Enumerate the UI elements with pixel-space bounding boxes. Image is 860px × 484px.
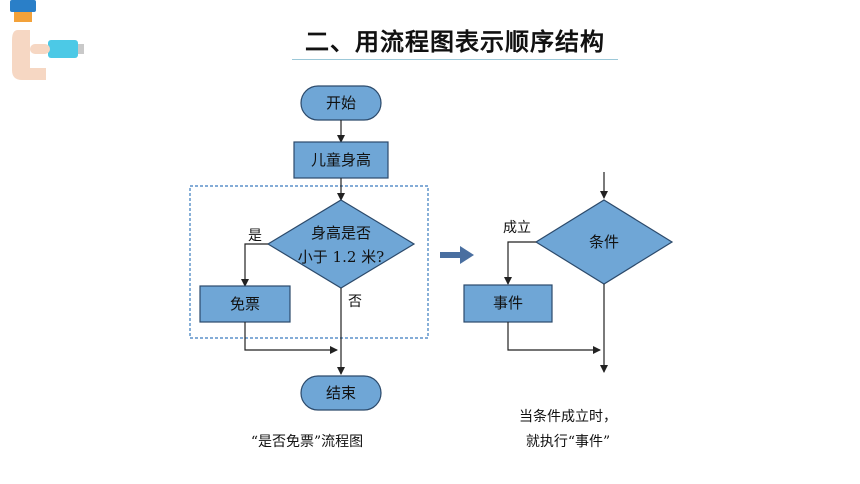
end-node-label: 结束 [326, 384, 356, 402]
arrow-action-merge [244, 322, 338, 354]
decision-node [266, 199, 416, 289]
hand-holding-usb-icon [10, 0, 84, 80]
arrow-event-merge [507, 322, 601, 354]
left-caption: “是否免票”流程图 [251, 434, 363, 450]
no-label: 否 [348, 294, 362, 310]
input-node [293, 141, 389, 179]
condition-node-label: 条件 [589, 233, 619, 251]
start-node-label: 开始 [326, 94, 356, 112]
end-node [300, 375, 382, 411]
right-caption-line1: 当条件成立时， [519, 408, 617, 425]
action-node-label: 免票 [230, 295, 260, 313]
arrow-true-branch [504, 241, 536, 285]
right-arrow-icon [440, 246, 474, 264]
decision-line2: 小于 1.2 米? [298, 248, 384, 266]
page-title: 二、用流程图表示顺序结构 [305, 28, 605, 56]
yes-label: 是 [248, 228, 262, 244]
right-flowchart: 条件 成立 事件 当条件成立时， 就执行“事件” [463, 172, 674, 450]
title-underline [292, 59, 618, 60]
decision-line1: 身高是否 [311, 224, 371, 242]
action-node [199, 285, 291, 323]
arrow-yes-branch [241, 243, 268, 287]
true-label: 成立 [503, 220, 531, 236]
event-node-label: 事件 [493, 294, 523, 312]
right-caption-line2: 就执行“事件” [526, 434, 610, 450]
left-flowchart: 开始 儿童身高 身高是否 小于 1.2 米? 是 免票 否 结束 “是否免票”流… [189, 85, 429, 450]
input-node-label: 儿童身高 [311, 151, 371, 169]
